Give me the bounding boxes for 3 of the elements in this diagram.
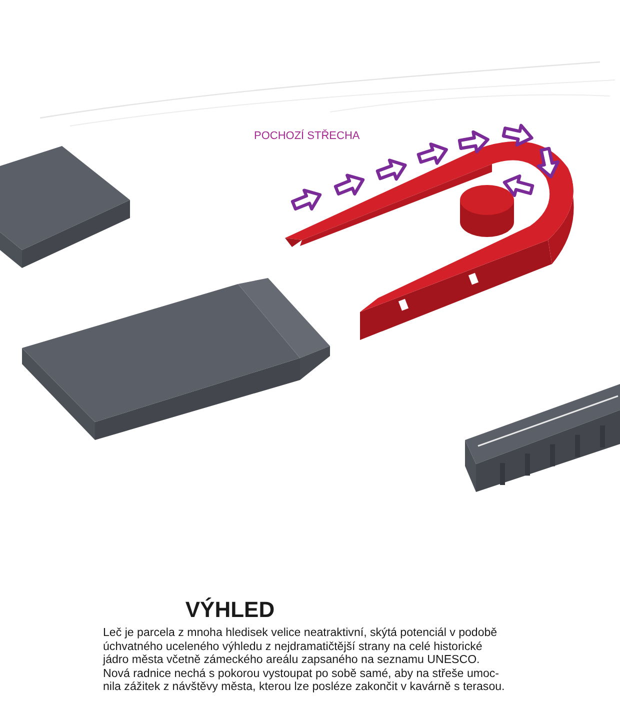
description-paragraph: Leč je parcela z mnoha hledisek velice neatraktivní, skýtá potenciál v podobě úchvatného uceleného výhledu z nejdramatičtější strany na celé historické jádro města včetně zámeckého areálu zapsaného na seznamu UNESCO. Nová radnice nechá s pokorou vystoupat po sobě samé, aby na střeše umoc-nila zážitek z návštěvy města, kterou lze posléze zakončit v kavárně s terasou.: [103, 627, 505, 695]
roof-label: POCHOZÍ STŘECHA: [254, 130, 360, 143]
title-heading: VÝHLED: [184, 597, 276, 623]
